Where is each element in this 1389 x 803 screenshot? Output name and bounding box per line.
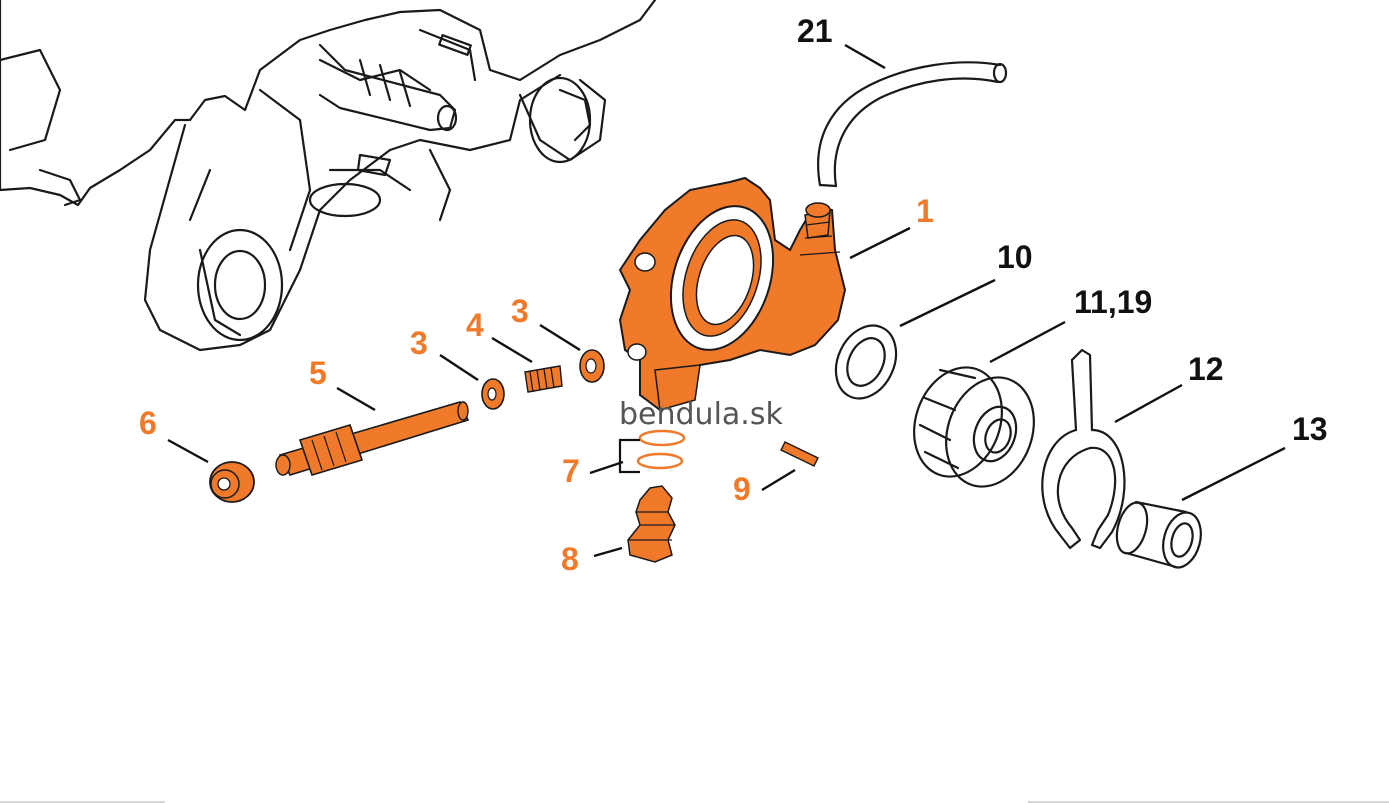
callout-9: 9 <box>733 471 751 507</box>
pin-part-9 <box>780 441 819 467</box>
spring-part-4 <box>524 365 563 393</box>
callout-13: 13 <box>1292 411 1328 447</box>
spring-clip-part-12 <box>1041 348 1126 550</box>
callout-8: 8 <box>561 541 579 577</box>
callout-5: 5 <box>309 355 327 391</box>
worm-gear-part-11-19 <box>913 366 1035 488</box>
crankcase-housing <box>0 0 657 352</box>
leader-lines <box>167 43 1286 558</box>
o-ring-bracket <box>618 438 640 474</box>
washer-part-10 <box>834 324 898 400</box>
o-rings-part-7 <box>636 429 686 470</box>
washer-part-3-left <box>481 378 505 410</box>
callout-10: 10 <box>997 239 1033 275</box>
callout-11-19: 11,19 <box>1074 284 1152 320</box>
pump-shaft-part-5 <box>275 401 470 476</box>
callout-4: 4 <box>466 307 484 343</box>
callout-3-left: 3 <box>410 325 428 361</box>
plug-part-6 <box>209 461 255 503</box>
callout-12: 12 <box>1188 351 1224 387</box>
hose-part-21 <box>817 61 1008 188</box>
bushing-part-13 <box>1115 500 1202 569</box>
callout-3-right: 3 <box>511 293 529 329</box>
valve-part-8 <box>627 485 676 563</box>
callout-6: 6 <box>139 405 157 441</box>
callout-1: 1 <box>916 193 934 229</box>
oil-pump-housing-part-1 <box>618 176 847 412</box>
watermark-text: bendula.sk <box>619 397 783 432</box>
bottom-divider-left <box>0 801 165 803</box>
bottom-divider-right <box>1028 801 1389 803</box>
callout-7: 7 <box>562 453 580 489</box>
washer-part-3-right <box>579 349 605 383</box>
callout-21: 21 <box>797 13 833 49</box>
